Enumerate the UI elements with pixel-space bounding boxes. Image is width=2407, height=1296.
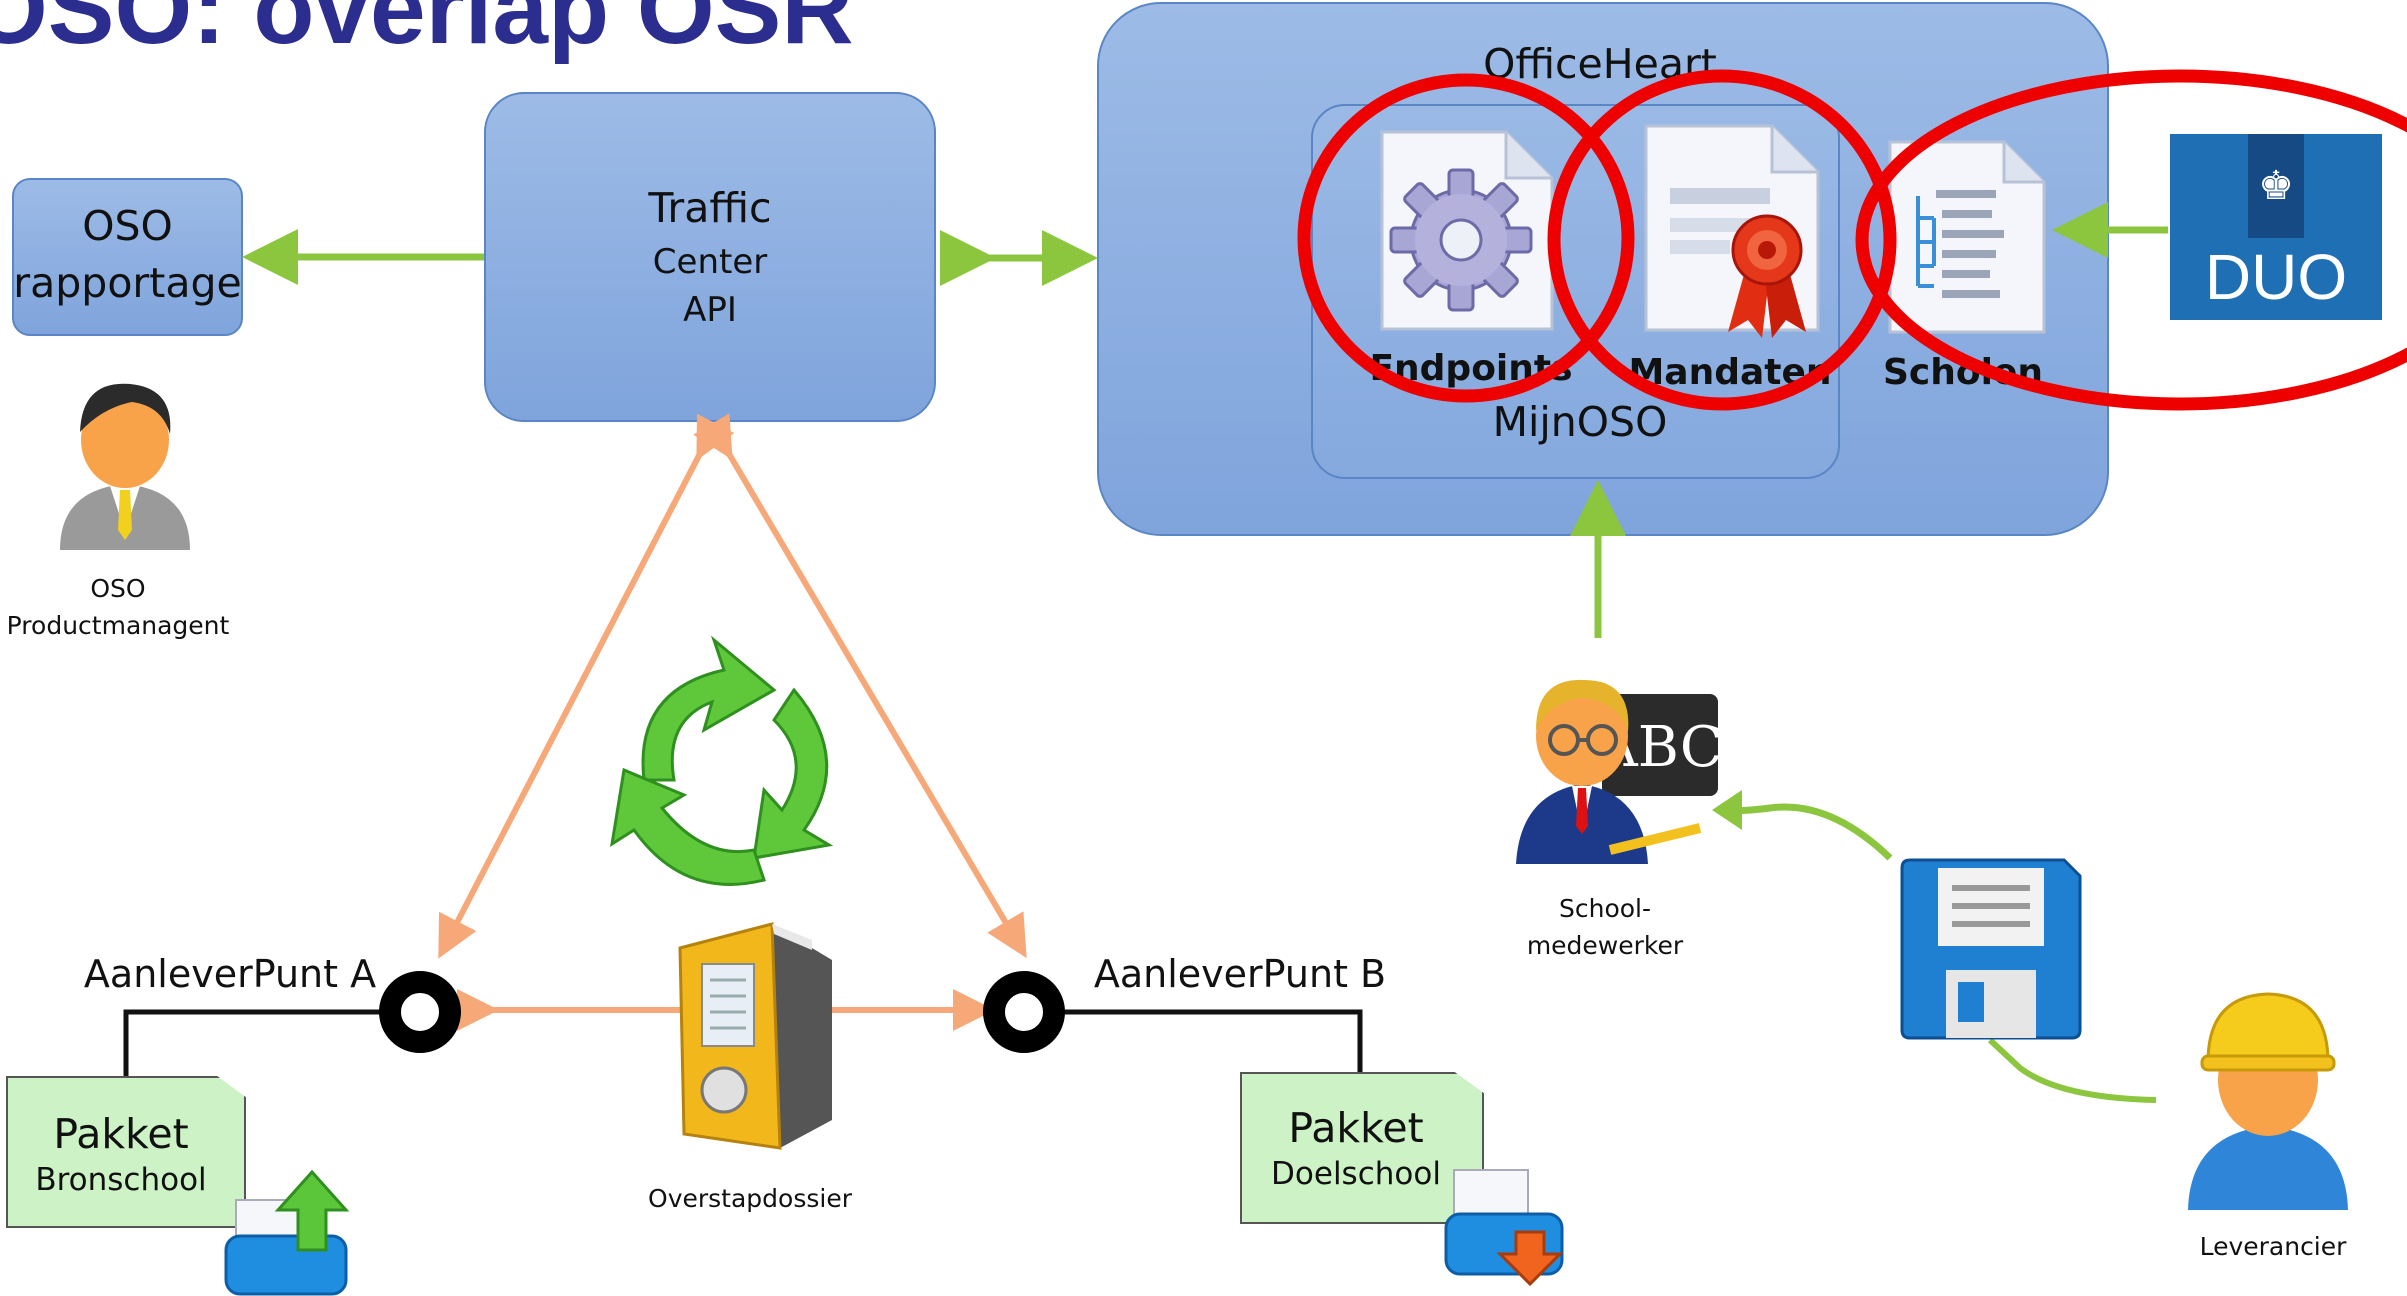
supplier-person-icon bbox=[2178, 984, 2358, 1212]
duo-logo: ♚ DUO bbox=[2170, 134, 2382, 320]
api-line: API bbox=[683, 290, 737, 330]
pakket-line-a: Pakket bbox=[53, 1110, 189, 1158]
page-title: OSO: overlap OSR bbox=[0, 0, 854, 65]
aanleverpunt-a-label: AanleverPunt A bbox=[83, 952, 377, 996]
floppy-disk-icon bbox=[1894, 854, 2086, 1044]
oso-line: OSO bbox=[90, 574, 146, 603]
school-line: School- bbox=[1558, 894, 1652, 923]
doelschool-line: Doelschool bbox=[1271, 1156, 1441, 1192]
diskette-arrow-head bbox=[1712, 790, 1742, 830]
traffic-line: Traffic bbox=[648, 184, 772, 232]
leverancier-label: Leverancier bbox=[2199, 1232, 2347, 1261]
diskette-to-medewerker-arrow bbox=[1719, 803, 1893, 861]
teacher-person-icon: ABC bbox=[1510, 654, 1730, 874]
aanleverpunt-a-node bbox=[379, 971, 461, 1053]
leverancier-to-diskette-line bbox=[1987, 1037, 2157, 1103]
pakket-doelschool-label: Pakket Doelschool bbox=[1240, 1102, 1472, 1194]
mandaten-highlight-circle bbox=[1547, 69, 1897, 411]
overstapdossier-binder-icon bbox=[662, 920, 838, 1152]
duo-crest-icon: ♚ bbox=[2248, 134, 2304, 238]
gear-icon bbox=[1386, 165, 1536, 315]
bronschool-line: Bronschool bbox=[35, 1162, 207, 1198]
traffic-to-a-arrow bbox=[438, 413, 735, 959]
manager-person-icon bbox=[52, 372, 198, 552]
duo-logo-text: DUO bbox=[2204, 241, 2348, 313]
duo-highlight-circle bbox=[1855, 69, 2407, 411]
overstapdossier-label: Overstapdossier bbox=[648, 1184, 852, 1213]
oso-productmanagent-label: OSO Productmanagent bbox=[0, 570, 236, 644]
pakket-bronschool-box bbox=[6, 1076, 246, 1228]
traffic-to-b-arrow bbox=[693, 413, 1027, 959]
productmanagent-line: Productmanagent bbox=[6, 611, 230, 640]
pakket-doelschool-box bbox=[1240, 1072, 1484, 1224]
oso-rapportage-box bbox=[12, 178, 243, 336]
oso-rapportage-label: OSO rapportage bbox=[13, 202, 242, 307]
medewerker-line: medewerker bbox=[1526, 931, 1684, 960]
scholen-document-icon bbox=[1886, 138, 2048, 336]
a-to-pakket-line bbox=[123, 1009, 420, 1080]
recycle-icon bbox=[604, 630, 856, 902]
school-medewerker-label: School- medewerker bbox=[1490, 890, 1720, 964]
center-line: Center bbox=[652, 242, 768, 282]
mijnoso-label: MijnOSO bbox=[1492, 398, 1668, 446]
download-tray-icon bbox=[1440, 1162, 1570, 1286]
aanleverpunt-b-label: AanleverPunt B bbox=[1093, 952, 1387, 996]
pakket-bronschool-label: Pakket Bronschool bbox=[6, 1108, 236, 1200]
pakket-line-b: Pakket bbox=[1288, 1104, 1424, 1152]
ribbon-seal-icon bbox=[1722, 210, 1812, 340]
endpoints-highlight-circle bbox=[1297, 73, 1635, 403]
aanleverpunt-b-node bbox=[983, 971, 1065, 1053]
traffic-center-box bbox=[484, 92, 936, 422]
traffic-center-label: Traffic Center API bbox=[484, 178, 936, 334]
upload-tray-icon bbox=[216, 1166, 356, 1296]
b-to-pakket-line bbox=[1024, 1009, 1363, 1076]
